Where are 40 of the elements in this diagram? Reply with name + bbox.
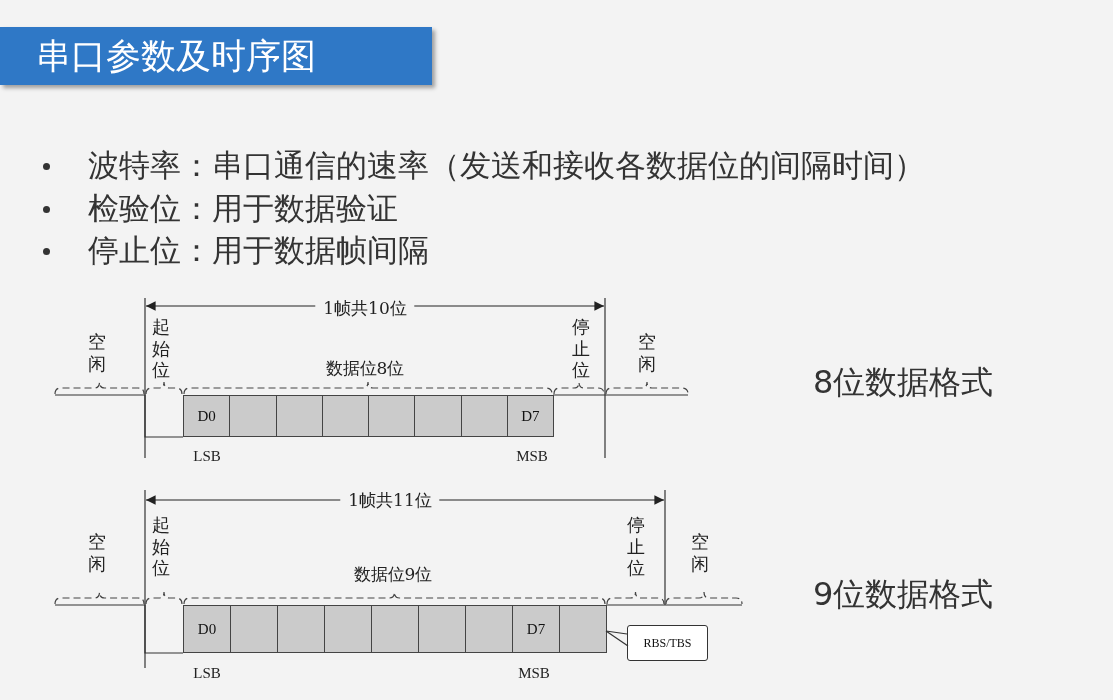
field-label: 数据位9位 xyxy=(353,564,433,584)
dimension-label: 1帧共10位 xyxy=(315,298,415,318)
format-label: 9位数据格式 xyxy=(813,574,994,614)
vertical-label: 空闲 xyxy=(691,531,709,575)
vertical-label: 停止位 xyxy=(627,514,645,579)
vertical-label: 起始位 xyxy=(152,514,170,579)
data-bit-cell xyxy=(230,605,278,653)
data-bit-cell xyxy=(229,395,277,437)
dimension-label: 1帧共11位 xyxy=(340,490,440,510)
field-label: 数据位8位 xyxy=(325,358,405,378)
data-bit-cell xyxy=(368,395,416,437)
data-bit-cell xyxy=(324,605,372,653)
vertical-label: 空闲 xyxy=(88,331,106,375)
data-bit-cell: D0 xyxy=(183,395,231,437)
data-bit-cell xyxy=(275,395,323,437)
data-bit-cell: D7 xyxy=(512,605,560,653)
bit-order-label: MSB xyxy=(518,664,550,683)
vertical-label: 空闲 xyxy=(88,531,106,575)
title-banner: 串口参数及时序图 xyxy=(0,27,432,85)
data-bit-cell: D7 xyxy=(506,395,554,437)
bullet-text: 停止位：用于数据帧间隔 xyxy=(88,231,429,270)
data-bit-cell xyxy=(559,605,607,653)
bullet-text: 波特率：串口通信的速率（发送和接收各数据位的间隔时间） xyxy=(88,146,925,185)
data-bit-cell xyxy=(414,395,462,437)
bullet-text: 检验位：用于数据验证 xyxy=(88,189,398,228)
callout-box: RBS/TBS xyxy=(627,625,708,661)
data-bit-cell xyxy=(277,605,325,653)
format-label: 8位数据格式 xyxy=(813,362,994,402)
vertical-label: 起始位 xyxy=(152,316,170,381)
data-bit-cell: D0 xyxy=(183,605,231,653)
data-bit-cell xyxy=(321,395,369,437)
data-bit-cell xyxy=(371,605,419,653)
bit-order-label: LSB xyxy=(193,664,221,683)
data-bit-cell xyxy=(418,605,466,653)
bit-order-label: LSB xyxy=(193,447,221,466)
data-bit-cell xyxy=(465,605,513,653)
data-bit-cell xyxy=(460,395,508,437)
bit-order-label: MSB xyxy=(516,447,548,466)
vertical-label: 停止位 xyxy=(572,316,590,381)
vertical-label: 空闲 xyxy=(638,331,656,375)
